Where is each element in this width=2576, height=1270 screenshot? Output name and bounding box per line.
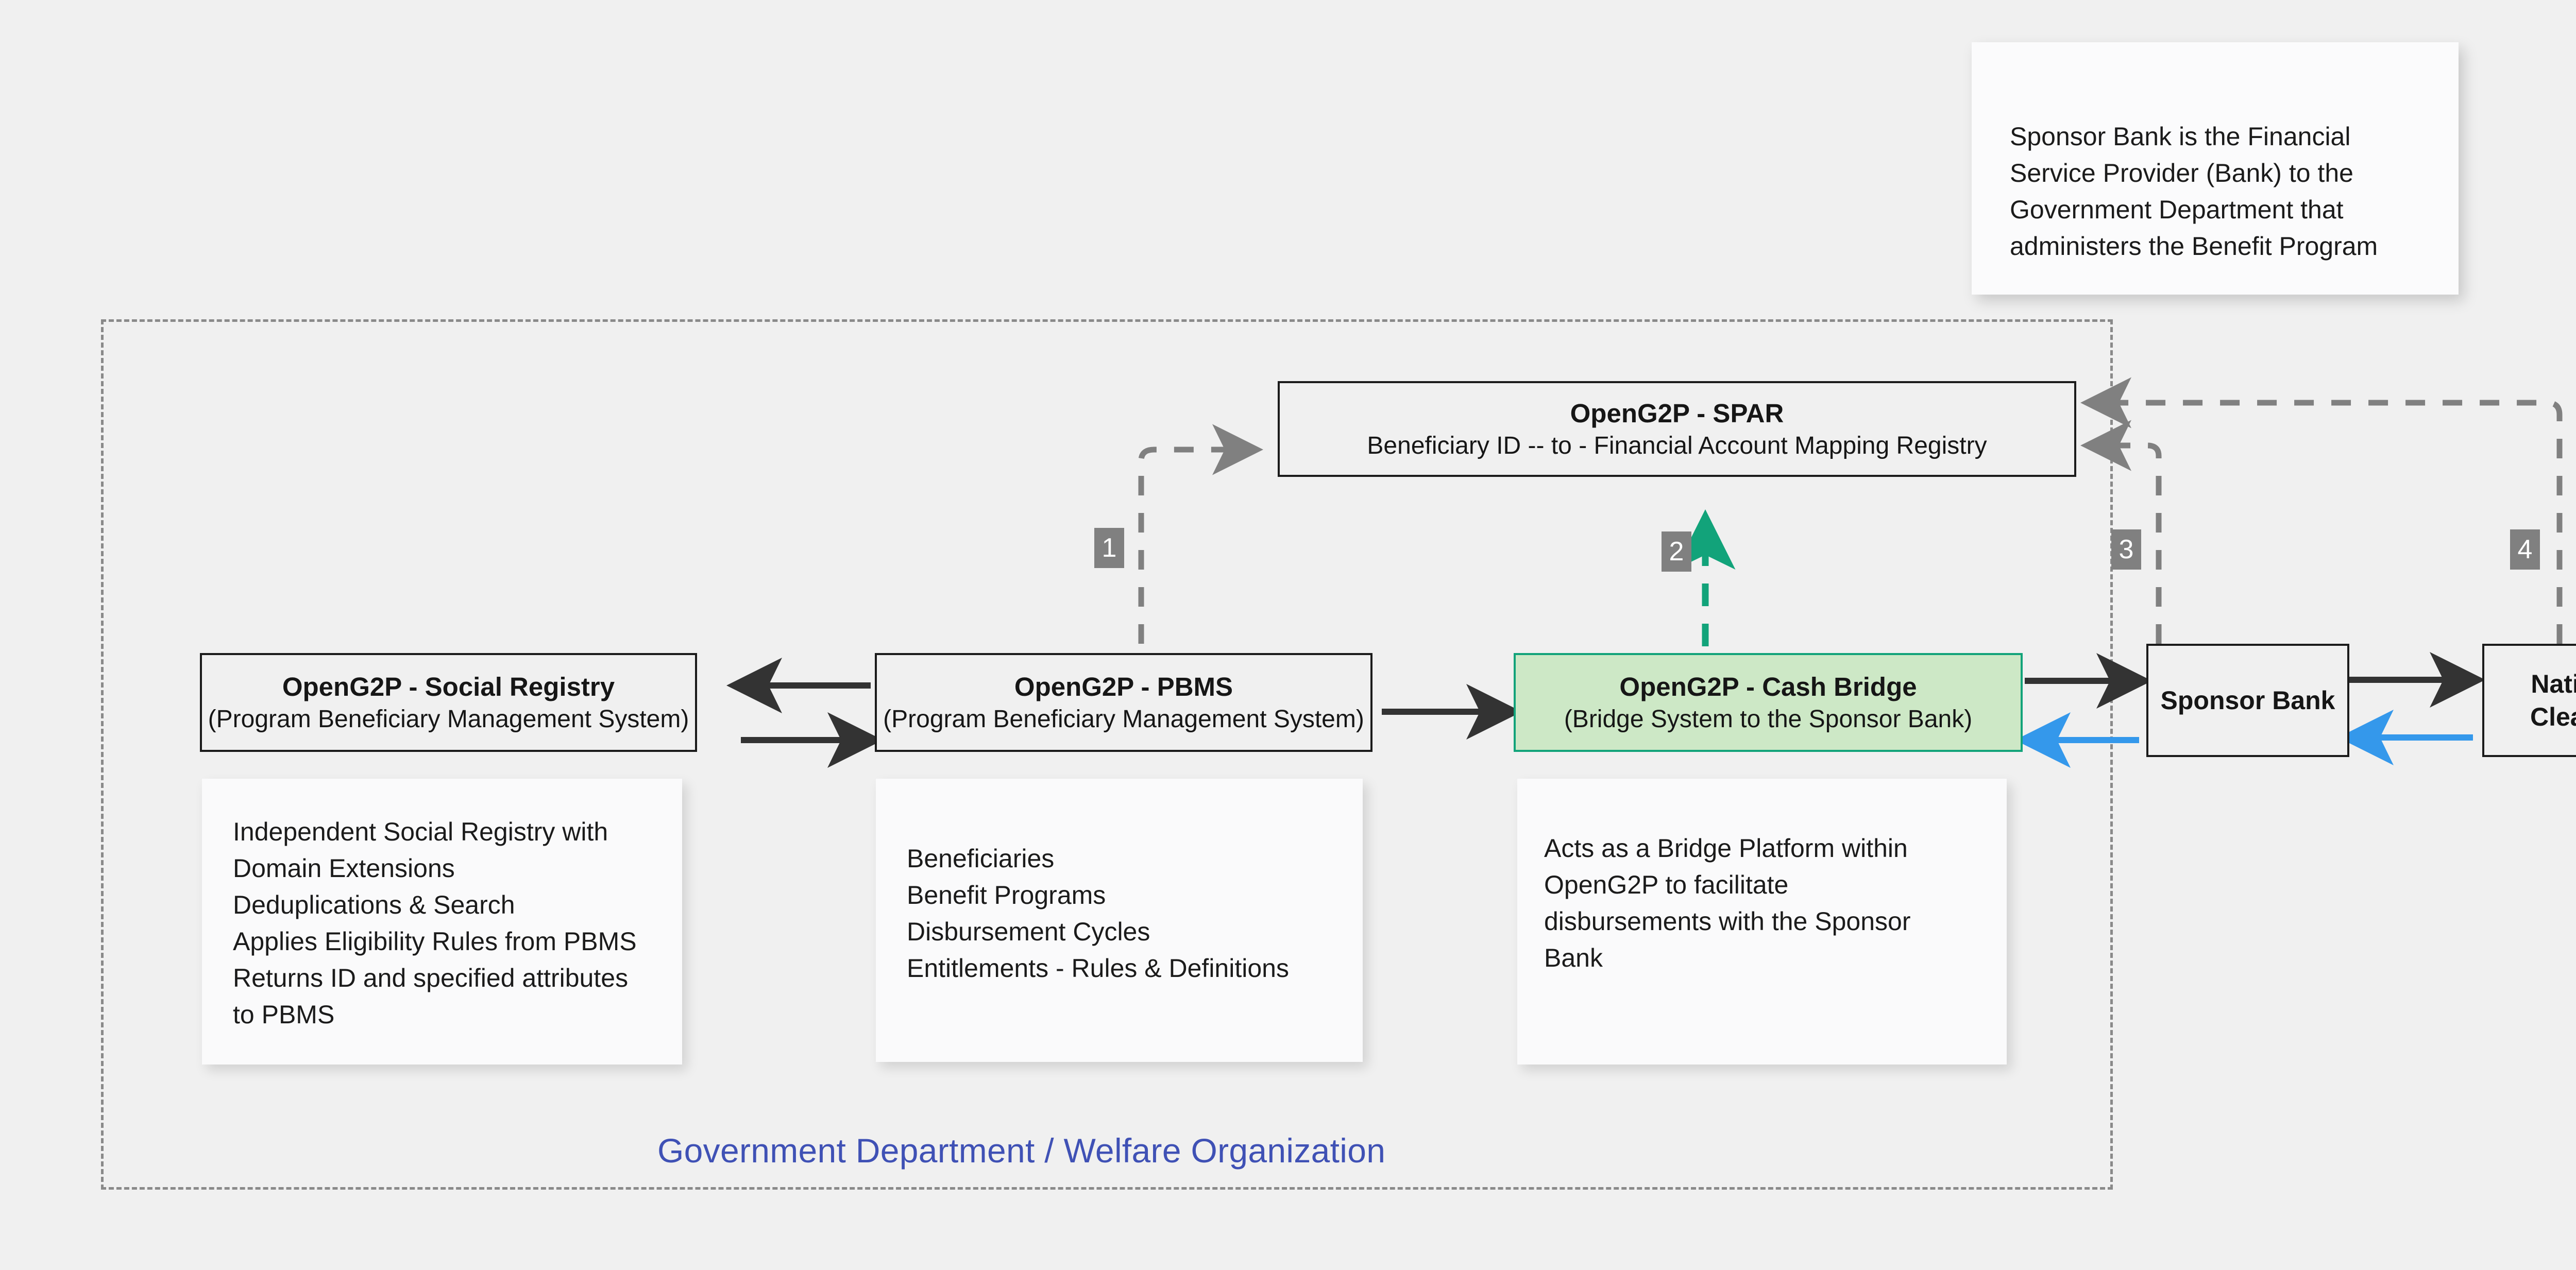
list-item: Returns ID and specified attributes bbox=[233, 964, 629, 992]
step-badge-4-label: 4 bbox=[2517, 535, 2533, 564]
description-social-registry: Independent Social Registry with Domain … bbox=[202, 779, 682, 1065]
step-badge-4: 4 bbox=[2510, 529, 2540, 570]
node-national-clearing-line1: National bbox=[2531, 670, 2576, 698]
list-item: Benefit Programs bbox=[907, 881, 1106, 909]
list-item: Disbursement Cycles bbox=[907, 917, 1150, 946]
node-spar-subtitle: Beneficiary ID -- to - Financial Account… bbox=[1367, 432, 1987, 459]
node-cash-bridge[interactable]: OpenG2P - Cash Bridge (Bridge System to … bbox=[1514, 653, 2023, 752]
list-item: OpenG2P to facilitate bbox=[1544, 870, 1789, 899]
government-department-container bbox=[101, 319, 2113, 1190]
node-sponsor-bank[interactable]: Sponsor Bank bbox=[2146, 644, 2349, 757]
step-badge-2-label: 2 bbox=[1669, 537, 1684, 567]
arrow-nationalclearing-to-spar bbox=[2080, 377, 2563, 644]
node-spar-title: OpenG2P - SPAR bbox=[1570, 398, 1784, 428]
list-item: Bank bbox=[1544, 943, 1603, 972]
node-pbms-title: OpenG2P - PBMS bbox=[1014, 672, 1233, 701]
node-cash-bridge-title: OpenG2P - Cash Bridge bbox=[1619, 672, 1917, 701]
node-pbms-subtitle: (Program Beneficiary Management System) bbox=[883, 705, 1364, 733]
node-sponsor-bank-title: Sponsor Bank bbox=[2160, 686, 2335, 715]
list-item: Deduplications & Search bbox=[233, 890, 515, 919]
step-badge-1: 1 bbox=[1094, 528, 1124, 568]
list-item: Entitlements - Rules & Definitions bbox=[907, 954, 1289, 983]
list-item: Applies Eligibility Rules from PBMS bbox=[233, 927, 637, 956]
note-sponsor-bank: Sponsor Bank is the Financial Service Pr… bbox=[1972, 42, 2459, 295]
node-spar[interactable]: OpenG2P - SPAR Beneficiary ID -- to - Fi… bbox=[1278, 381, 2076, 477]
list-item: disbursements with the Sponsor bbox=[1544, 907, 1911, 936]
node-cash-bridge-subtitle: (Bridge System to the Sponsor Bank) bbox=[1564, 705, 1973, 733]
step-badge-1-label: 1 bbox=[1101, 533, 1117, 563]
list-item: to PBMS bbox=[233, 1000, 335, 1029]
node-national-clearing[interactable]: National Clearing bbox=[2482, 644, 2576, 757]
node-social-registry-title: OpenG2P - Social Registry bbox=[282, 672, 615, 701]
step-badge-3-label: 3 bbox=[2119, 535, 2134, 564]
node-social-registry-subtitle: (Program Beneficiary Management System) bbox=[208, 705, 689, 733]
description-pbms: Beneficiaries Benefit Programs Disbursem… bbox=[876, 779, 1363, 1062]
note-sponsor-bank-text: Sponsor Bank is the Financial Service Pr… bbox=[2010, 122, 2378, 261]
node-pbms[interactable]: OpenG2P - PBMS (Program Beneficiary Mana… bbox=[875, 653, 1372, 752]
list-item: Beneficiaries bbox=[907, 844, 1055, 873]
node-social-registry[interactable]: OpenG2P - Social Registry (Program Benef… bbox=[200, 653, 697, 752]
list-item: Domain Extensions bbox=[233, 854, 455, 883]
list-item: Independent Social Registry with bbox=[233, 817, 608, 846]
government-department-label: Government Department / Welfare Organiza… bbox=[657, 1131, 1386, 1170]
step-badge-3: 3 bbox=[2111, 529, 2141, 570]
step-badge-2: 2 bbox=[1662, 531, 1691, 572]
list-item: Acts as a Bridge Platform within bbox=[1544, 834, 1908, 863]
description-cash-bridge: Acts as a Bridge Platform within OpenG2P… bbox=[1517, 779, 2007, 1065]
node-national-clearing-line2: Clearing bbox=[2530, 702, 2576, 731]
